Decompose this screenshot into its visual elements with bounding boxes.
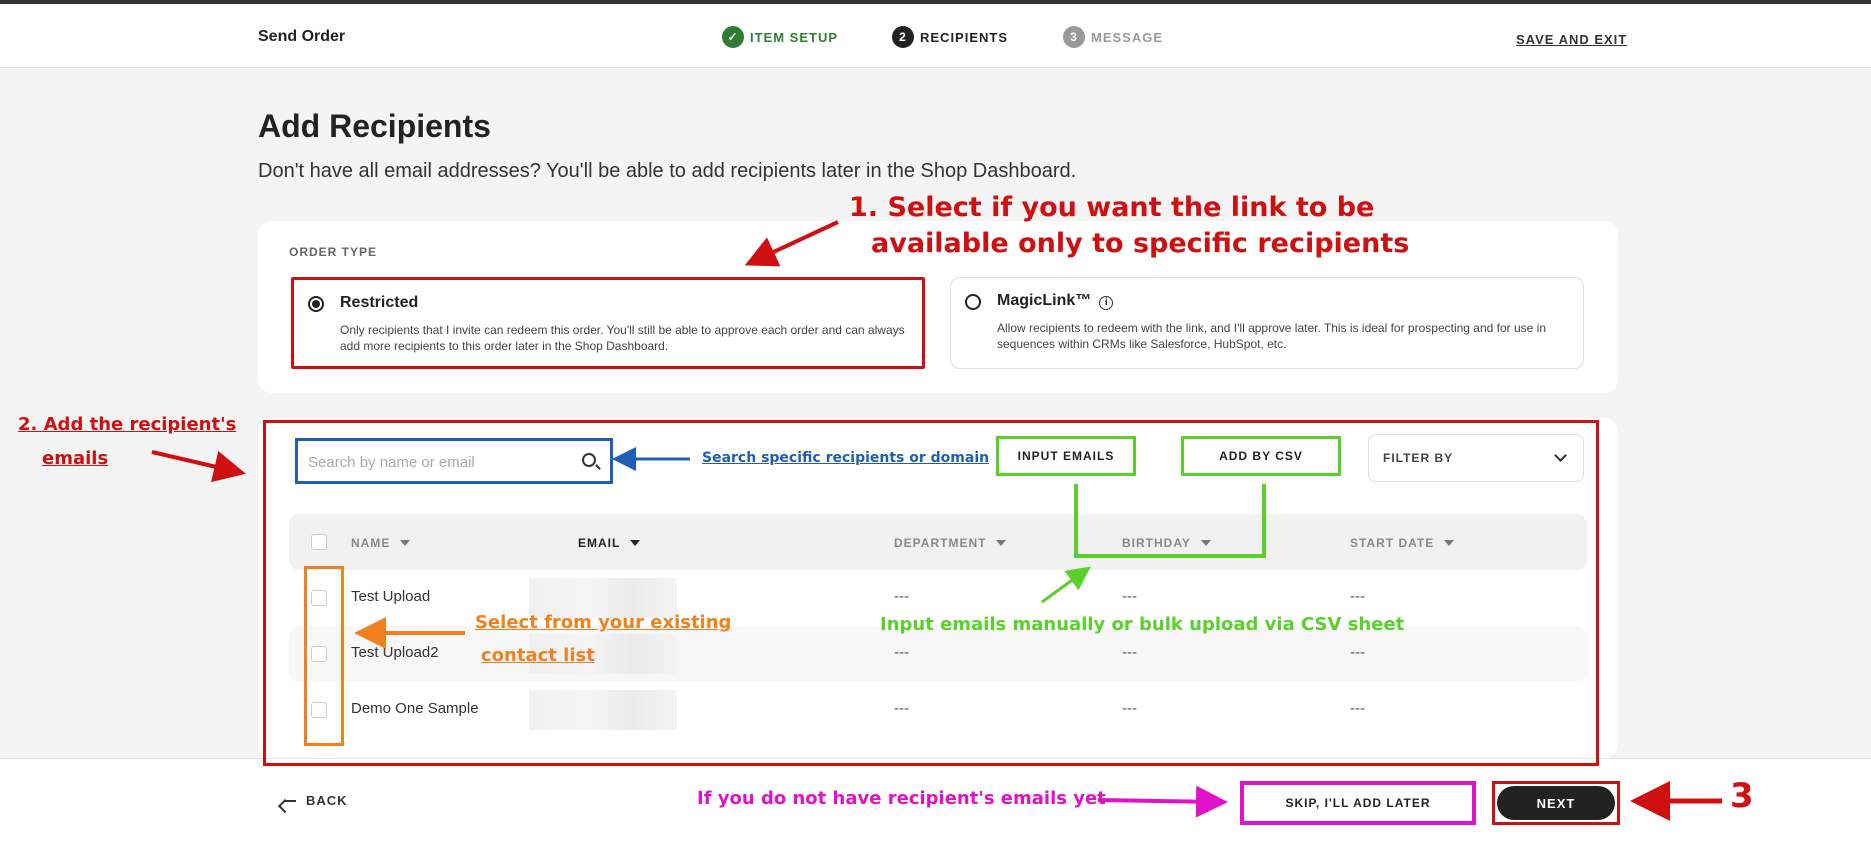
option-title-wrap: MagicLink™ i [997,292,1114,310]
search-input[interactable] [308,451,568,473]
table-row[interactable]: Demo One Sample --- --- --- [289,682,1587,738]
header-title: Send Order [258,28,346,45]
email-redacted [529,578,677,618]
order-type-label: ORDER TYPE [289,245,378,259]
step-label: RECIPIENTS [920,29,1009,45]
annotation-step2: 2. Add the recipient's emails [18,408,236,476]
sort-caret-icon [1444,540,1455,546]
table-row[interactable]: Test Upload --- --- --- [289,570,1587,626]
back-button[interactable]: BACK [284,793,348,808]
check-icon: ✓ [722,26,744,48]
column-label: DEPARTMENT [894,536,987,550]
table-header: NAME EMAIL DEPARTMENT BIRTHDAY START DAT… [289,514,1587,570]
step-recipients[interactable]: 2 RECIPIENTS [892,26,1008,48]
back-label: BACK [306,793,348,808]
start-date-cell: --- [1350,644,1365,661]
column-label: EMAIL [578,536,621,550]
row-checkbox[interactable] [311,590,327,606]
row-checkbox[interactable] [311,702,327,718]
step-number: 2 [892,26,914,48]
annotation-bulk: Input emails manually or bulk upload via… [880,614,1405,635]
recipient-name: Test Upload [351,588,431,605]
annotation-frame-checkboxes [304,566,344,746]
email-redacted [529,634,677,674]
annotation-line: 2. Add the recipient's [18,414,237,435]
radio-unselected-icon[interactable] [965,294,981,310]
step-label: MESSAGE [1091,29,1164,45]
department-cell: --- [894,588,909,605]
department-cell: --- [894,700,909,717]
recipients-card: INPUT EMAILS ADD BY CSV FILTER BY NAME E… [258,418,1618,758]
order-type-card: ORDER TYPE Restricted Only recipients th… [258,221,1618,393]
start-date-cell: --- [1350,588,1365,605]
sort-caret-icon [630,540,641,546]
search-icon[interactable] [582,453,596,467]
option-title: Restricted [340,294,419,311]
arrow-left-icon [284,799,296,802]
column-email[interactable]: EMAIL [578,536,641,550]
step-number: 3 [1063,26,1085,48]
column-label: NAME [351,536,391,550]
annotation-skip: If you do not have recipient's emails ye… [697,788,1106,809]
column-name[interactable]: NAME [351,536,411,550]
annotation-contacts: Select from your existing contact list [475,606,731,672]
magiclink-option[interactable]: MagicLink™ i Allow recipients to redeem w… [950,277,1584,369]
skip-add-later-button[interactable]: SKIP, I'LL ADD LATER [1240,781,1476,825]
annotation-search: Search specific recipients or domain [702,450,990,466]
option-title: MagicLink™ [997,292,1092,309]
save-and-exit-link[interactable]: SAVE AND EXIT [1516,32,1628,47]
header-bar: Send Order ✓ ITEM SETUP 2 RECIPIENTS 3 M… [0,4,1871,68]
sort-caret-icon [996,540,1007,546]
annotation-line: available only to specific recipients [871,228,1410,259]
birthday-cell: --- [1122,588,1137,605]
next-button[interactable]: NEXT [1492,781,1620,825]
top-accent-line [0,0,1871,4]
option-description: Only recipients that I invite can redeem… [340,323,905,353]
annotation-line: contact list [481,645,595,666]
input-emails-button[interactable]: INPUT EMAILS [996,436,1136,476]
column-start-date[interactable]: START DATE [1350,536,1455,550]
birthday-cell: --- [1122,644,1137,661]
annotation-step1: 1. Select if you want the link to be ava… [849,190,1409,262]
department-cell: --- [894,644,909,661]
annotation-line: Select from your existing [475,612,732,633]
search-box[interactable] [295,438,613,484]
add-by-csv-button[interactable]: ADD BY CSV [1181,436,1341,476]
annotation-frame-table [263,420,1599,766]
start-date-cell: --- [1350,700,1365,717]
recipient-name: Demo One Sample [351,700,479,717]
column-department[interactable]: DEPARTMENT [894,536,1007,550]
footer-bar: BACK SKIP, I'LL ADD LATER NEXT [0,758,1871,841]
table-row[interactable]: Test Upload2 --- --- --- [289,626,1587,682]
filter-label: FILTER BY [1383,451,1454,465]
option-description: Allow recipients to redeem with the link… [997,321,1547,351]
page-title: Add Recipients [258,108,491,144]
column-label: START DATE [1350,536,1435,550]
step-label: ITEM SETUP [750,29,839,45]
select-all-checkbox[interactable] [311,534,327,550]
filter-by-dropdown[interactable]: FILTER BY [1368,434,1584,482]
birthday-cell: --- [1122,700,1137,717]
step-message[interactable]: 3 MESSAGE [1063,26,1163,48]
row-checkbox[interactable] [311,646,327,662]
info-icon[interactable]: i [1099,296,1114,310]
restricted-option[interactable]: Restricted Only recipients that I invite… [291,277,925,369]
annotation-line: 1. Select if you want the link to be [849,192,1375,223]
page-subtitle: Don't have all email addresses? You'll b… [258,160,1077,182]
annotation-step3: 3 [1730,776,1754,816]
sort-caret-icon [400,540,411,546]
step-item-setup[interactable]: ✓ ITEM SETUP [722,26,838,48]
radio-selected-icon[interactable] [308,296,324,312]
annotation-line: emails [42,448,109,469]
next-label: NEXT [1497,786,1615,820]
email-redacted [529,690,677,730]
